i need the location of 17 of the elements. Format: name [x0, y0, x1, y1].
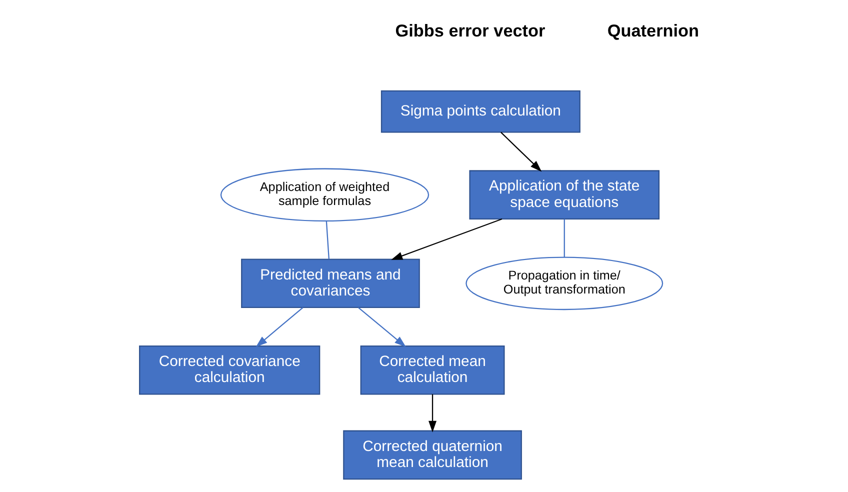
node-box: Sigma points calculation	[380, 90, 580, 133]
arrow	[390, 218, 502, 260]
label: Gibbs error vector	[394, 20, 545, 40]
arrow	[358, 307, 406, 348]
arrow	[500, 132, 542, 172]
node-box: Corrected mean calculation	[360, 345, 504, 395]
node-ellipse: Application of weighted sample formulas	[220, 168, 429, 222]
node-box: Corrected quaternion mean calculation	[342, 430, 522, 480]
node-box: Application of the state space equations	[468, 170, 660, 220]
node-ellipse: Propagation in time/ Output transformation	[465, 256, 663, 310]
node-box: Predicted means and covariances	[240, 258, 420, 308]
node-box: Corrected covariance calculation	[138, 345, 320, 395]
label: Quaternion	[606, 20, 699, 40]
connector	[563, 219, 564, 258]
connector	[325, 220, 330, 260]
arrow	[255, 307, 303, 348]
arrow	[428, 394, 436, 432]
